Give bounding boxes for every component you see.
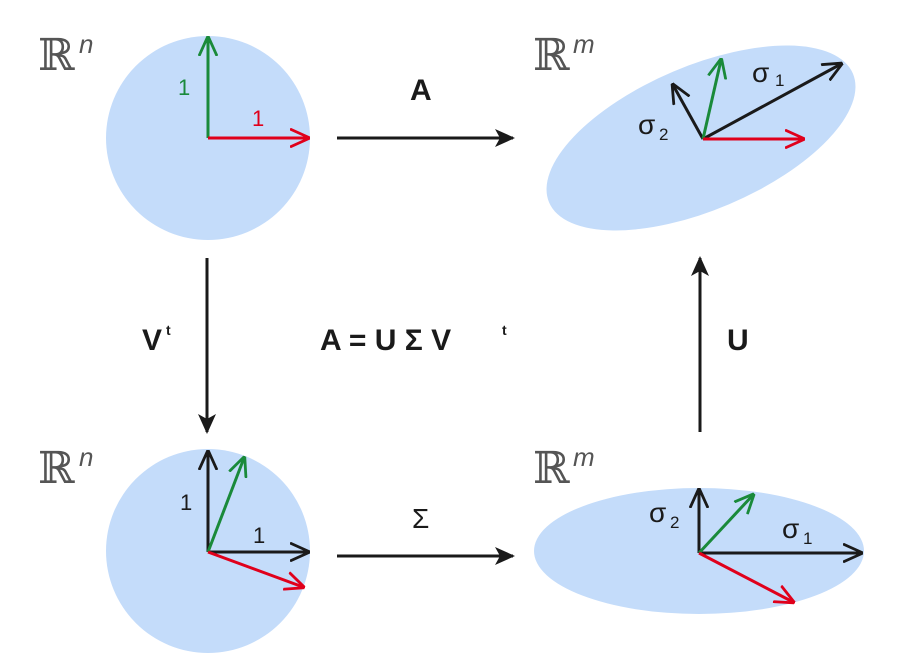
svg-text:1: 1 [803, 529, 812, 548]
br-sigma1-label: σ 1 [782, 513, 812, 548]
br-green-vector [697, 495, 753, 555]
map-label-A: A [410, 74, 432, 107]
tl-red-label: 1 [252, 106, 264, 131]
bottom-right-space-label: ℝ m [533, 442, 595, 494]
bl-green-vector [206, 458, 244, 553]
tr-sigma1-label: σ 1 [752, 57, 784, 90]
svg-text:σ: σ [649, 497, 666, 528]
br-sigma2-label: σ 2 [649, 497, 679, 532]
svg-text:ℝ: ℝ [38, 30, 75, 81]
svg-text:σ: σ [752, 57, 769, 88]
svg-text:2: 2 [659, 125, 668, 144]
tr-sigma1-vector [702, 64, 841, 141]
svg-text:n: n [79, 29, 93, 59]
tr-green-vector [701, 60, 721, 140]
tr-sigma2-vector [673, 85, 705, 140]
svg-text:σ: σ [638, 109, 655, 140]
bl-one-horizontal-label: 1 [253, 523, 265, 548]
bottom-left-space-label: ℝ n [38, 442, 93, 494]
svg-text:A = U Σ V: A = U Σ V [320, 324, 451, 357]
tr-sigma2-label: σ 2 [638, 109, 668, 144]
svg-text:t: t [502, 322, 507, 338]
svg-text:ℝ: ℝ [533, 443, 570, 494]
top-right-space-label: ℝ m [533, 29, 595, 81]
svg-text:1: 1 [775, 71, 784, 90]
svg-text:n: n [79, 442, 93, 472]
svg-text:σ: σ [782, 513, 799, 544]
svg-text:V: V [142, 324, 162, 357]
svg-text:m: m [573, 442, 595, 472]
map-label-U: U [727, 324, 749, 357]
svg-text:m: m [573, 29, 595, 59]
br-red-vector [698, 551, 793, 602]
svg-text:2: 2 [670, 513, 679, 532]
bl-red-vector [207, 550, 303, 587]
svg-text:ℝ: ℝ [38, 443, 75, 494]
bl-one-vertical-label: 1 [180, 490, 192, 515]
map-label-Vt: V t [142, 322, 171, 357]
map-label-Sigma: Σ [412, 503, 429, 534]
svg-text:ℝ: ℝ [533, 30, 570, 81]
tl-green-label: 1 [178, 75, 190, 100]
top-left-space-label: ℝ n [38, 29, 93, 81]
svd-equation: A = U Σ V t [320, 322, 507, 357]
svg-text:t: t [166, 322, 171, 338]
